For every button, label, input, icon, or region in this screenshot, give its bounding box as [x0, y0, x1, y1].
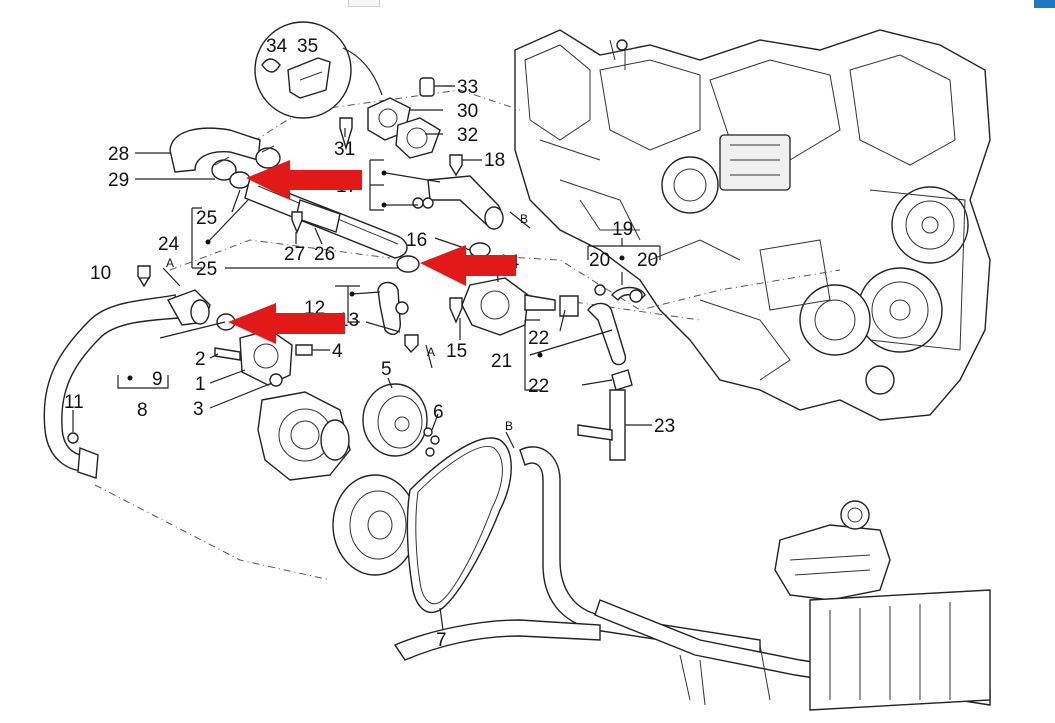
callout-20-right: 20	[637, 250, 658, 271]
callout-35: 35	[297, 36, 318, 57]
callout-7: 7	[436, 630, 447, 651]
drive-belt	[332, 437, 512, 613]
callout-31: 31	[334, 139, 355, 160]
callout-27: 27	[284, 244, 305, 265]
callout-22-lower: 22	[528, 376, 549, 397]
pulley	[362, 383, 440, 457]
alternator	[257, 391, 351, 481]
leader-dots	[127, 170, 625, 381]
callout-21: 21	[491, 351, 512, 372]
callout-8: 8	[137, 400, 148, 421]
callout-20-left: 20	[589, 250, 610, 271]
callout-1: 1	[195, 374, 206, 395]
callout-10: 10	[90, 263, 111, 284]
callout-28: 28	[108, 144, 129, 165]
callout-15: 15	[446, 341, 467, 362]
callout-6: 6	[433, 402, 444, 423]
leader-lines	[72, 85, 661, 631]
callout-33: 33	[457, 77, 478, 98]
small-hose	[377, 281, 419, 354]
callout-23: 23	[654, 416, 675, 437]
toolbar-tab[interactable]	[348, 0, 380, 7]
highlight-arrows	[228, 160, 516, 344]
detail-circle-clamp	[254, 21, 383, 119]
section-marker-b-top: B	[520, 212, 528, 226]
callout-22-upper: 22	[528, 328, 549, 349]
highlight-arrow-top	[246, 160, 362, 200]
callout-29: 29	[108, 170, 129, 191]
bypass-pipe	[412, 175, 504, 230]
callout-25-lower: 25	[196, 259, 217, 280]
highlight-arrow-bottom	[228, 303, 345, 344]
highlight-arrow-middle	[420, 245, 516, 286]
callout-5: 5	[381, 359, 392, 380]
section-marker-arrows	[162, 211, 531, 449]
upper-hose	[169, 127, 281, 189]
section-marker-a-right: A	[427, 345, 435, 359]
water-pump	[214, 329, 313, 387]
expansion-tank	[774, 500, 991, 711]
corner-button[interactable]	[1034, 0, 1055, 8]
callout-24: 24	[158, 234, 180, 255]
callout-34: 34	[266, 36, 288, 57]
section-lines	[94, 89, 841, 581]
callout-3: 3	[193, 399, 204, 420]
callout-2: 2	[195, 349, 206, 370]
water-outlet	[449, 242, 579, 336]
callout-11: 11	[64, 392, 84, 413]
callout-26: 26	[314, 244, 335, 265]
lower-left-hose	[43, 265, 236, 479]
section-marker-b-bottom: B	[505, 419, 513, 433]
callout-9: 9	[152, 369, 163, 390]
callout-25-upper: 25	[196, 208, 217, 229]
heater-hose	[577, 284, 646, 461]
callout-16: 16	[406, 230, 427, 251]
callout-30: 30	[457, 101, 478, 122]
section-marker-a-left: A	[166, 256, 174, 270]
engine-block	[514, 29, 991, 421]
callout-19: 19	[612, 219, 633, 240]
callout-32: 32	[457, 125, 478, 146]
callout-18: 18	[484, 150, 505, 171]
thermostat-housing	[339, 77, 463, 177]
callout-4: 4	[332, 341, 343, 362]
coolant-pipe	[244, 177, 420, 273]
